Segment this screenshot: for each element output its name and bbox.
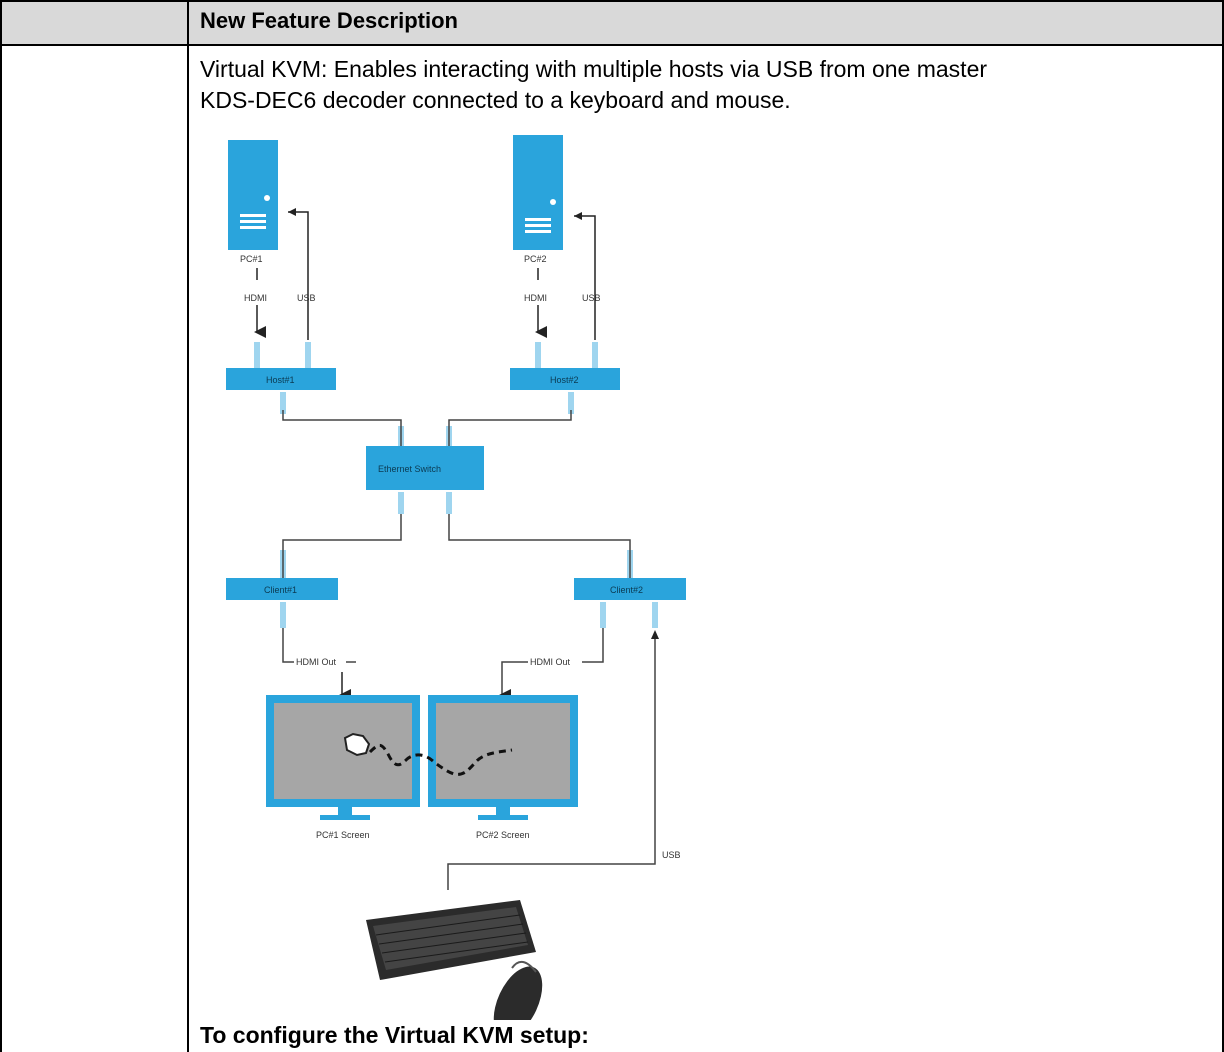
client2-label: Client#2 bbox=[610, 585, 643, 595]
feature-description: Virtual KVM: Enables interacting with mu… bbox=[200, 54, 1210, 116]
pc1-usb-line bbox=[288, 211, 309, 340]
header-cell-empty bbox=[0, 0, 188, 44]
pc2-usb-label: USB bbox=[582, 293, 601, 303]
table-border-left bbox=[0, 0, 2, 1052]
host2-box bbox=[510, 368, 620, 390]
host1-to-switch-line bbox=[282, 410, 402, 446]
section-title: To configure the Virtual KVM setup: bbox=[200, 1022, 589, 1048]
virtual-kvm-diagram: PC#1 PC#2 HDMI USB HDMI USB bbox=[226, 135, 686, 1020]
mouse-icon bbox=[493, 961, 543, 1020]
keyboard-usb-label: USB bbox=[662, 850, 681, 860]
table-border-top bbox=[0, 0, 1224, 2]
pc2-tower-icon bbox=[513, 135, 563, 250]
table-header-title: New Feature Description bbox=[200, 8, 458, 33]
host1-label: Host#1 bbox=[266, 375, 295, 385]
description-line-1: Virtual KVM: Enables interacting with mu… bbox=[200, 56, 988, 82]
mouse-cursor-icon bbox=[343, 732, 371, 757]
hdmi-out-label-1: HDMI Out bbox=[296, 657, 337, 667]
pc2-label: PC#2 bbox=[524, 254, 547, 264]
client1-label: Client#1 bbox=[264, 585, 297, 595]
pc2-usb-line bbox=[574, 215, 596, 340]
keyboard-icon bbox=[366, 900, 536, 980]
pc1-screen-icon bbox=[266, 695, 420, 820]
keyboard-usb-line bbox=[447, 638, 656, 890]
ethernet-switch-box bbox=[366, 446, 484, 490]
pc1-screen-label: PC#1 Screen bbox=[316, 830, 370, 840]
client2-to-screen-line bbox=[499, 661, 528, 701]
pc1-hdmi-label: HDMI bbox=[244, 293, 267, 303]
client2-hdmi-out-line bbox=[582, 628, 604, 663]
client1-box bbox=[226, 578, 338, 600]
description-line-2: KDS-DEC6 decoder connected to a keyboard… bbox=[200, 87, 791, 113]
host2-to-switch-line bbox=[448, 410, 572, 446]
pc1-label: PC#1 bbox=[240, 254, 263, 264]
host2-label: Host#2 bbox=[550, 375, 579, 385]
client1-hdmi-out-line bbox=[282, 628, 294, 663]
client2-box bbox=[574, 578, 686, 600]
header-cell bbox=[188, 0, 1224, 44]
ethernet-switch-label: Ethernet Switch bbox=[378, 464, 441, 474]
pc2-screen-icon bbox=[428, 695, 578, 820]
host1-box bbox=[226, 368, 336, 390]
pc2-screen-label: PC#2 Screen bbox=[476, 830, 530, 840]
table-border-right bbox=[1222, 0, 1224, 1052]
pc2-hdmi-label: HDMI bbox=[524, 293, 547, 303]
switch-to-client1-line bbox=[282, 514, 402, 578]
table-border-header bbox=[0, 44, 1224, 46]
hdmi-out-label-2: HDMI Out bbox=[530, 657, 571, 667]
switch-to-client2-line bbox=[448, 514, 631, 578]
table-border-middle bbox=[187, 0, 189, 1052]
cursor-path-dashed bbox=[368, 744, 513, 776]
pc1-usb-label: USB bbox=[297, 293, 316, 303]
pc1-tower-icon bbox=[228, 140, 278, 250]
